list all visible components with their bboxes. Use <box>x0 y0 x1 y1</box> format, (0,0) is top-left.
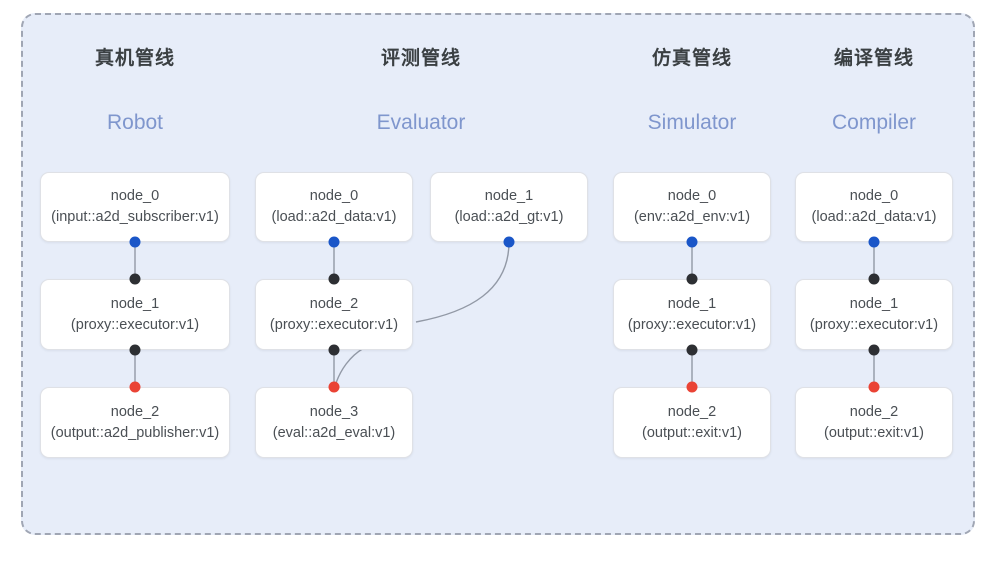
node-type: (output::exit:v1) <box>642 424 742 441</box>
column-title-en-evaluator: Evaluator <box>376 111 466 134</box>
port-output-robot-0[interactable] <box>129 236 141 248</box>
node-robot-2[interactable]: node_2 (output::a2d_publisher:v1) <box>40 387 230 458</box>
node-name: node_2 <box>110 403 160 420</box>
column-title-en-compiler: Compiler <box>831 111 917 134</box>
port-input-compiler-2[interactable] <box>868 381 880 393</box>
node-name: node_0 <box>849 188 899 204</box>
node-type: (eval::a2d_eval:v1) <box>272 424 396 441</box>
node-name: node_0 <box>309 188 359 204</box>
port-output-evaluator-1[interactable] <box>503 236 515 248</box>
column-evaluator-header: 评测管线 Evaluator <box>331 46 511 136</box>
port-input-simulator-1[interactable] <box>686 273 698 285</box>
node-simulator-2[interactable]: node_2 (output::exit:v1) <box>613 387 771 458</box>
column-title-cn-robot: 真机管线 <box>94 48 175 69</box>
port-input-compiler-1[interactable] <box>868 273 880 285</box>
node-type: (proxy::executor:v1) <box>269 316 399 333</box>
node-evaluator-2[interactable]: node_2 (proxy::executor:v1) <box>255 279 413 350</box>
port-output-compiler-0[interactable] <box>868 236 880 248</box>
node-name: node_3 <box>309 403 359 420</box>
node-evaluator-1[interactable]: node_1 (load::a2d_gt:v1) <box>430 172 588 242</box>
port-input-evaluator-3[interactable] <box>328 381 340 393</box>
port-output-simulator-0[interactable] <box>686 236 698 248</box>
column-title-cn-simulator: 仿真管线 <box>651 48 732 69</box>
node-compiler-1[interactable]: node_1 (proxy::executor:v1) <box>795 279 953 350</box>
node-name: node_1 <box>484 188 534 204</box>
node-name: node_1 <box>110 295 160 312</box>
node-name: node_1 <box>849 295 899 312</box>
node-name: node_2 <box>849 403 899 420</box>
node-simulator-1[interactable]: node_1 (proxy::executor:v1) <box>613 279 771 350</box>
node-name: node_0 <box>667 188 717 204</box>
column-title-en-robot: Robot <box>106 111 164 134</box>
node-name: node_0 <box>110 188 160 204</box>
port-input-robot-1[interactable] <box>129 273 141 285</box>
node-type: (proxy::executor:v1) <box>627 316 757 333</box>
node-robot-0[interactable]: node_0 (input::a2d_subscriber:v1) <box>40 172 230 242</box>
node-type: (proxy::executor:v1) <box>70 316 200 333</box>
column-simulator-header: 仿真管线 Simulator <box>602 46 782 136</box>
node-type: (output::a2d_publisher:v1) <box>50 424 220 441</box>
node-type: (env::a2d_env:v1) <box>633 209 751 225</box>
node-name: node_1 <box>667 295 717 312</box>
port-output-evaluator-2[interactable] <box>328 344 340 356</box>
port-output-compiler-1[interactable] <box>868 344 880 356</box>
node-type: (load::a2d_data:v1) <box>271 209 397 225</box>
node-name: node_2 <box>667 403 717 420</box>
port-input-evaluator-2[interactable] <box>328 273 340 285</box>
node-simulator-0[interactable]: node_0 (env::a2d_env:v1) <box>613 172 771 242</box>
port-input-robot-2[interactable] <box>129 381 141 393</box>
node-type: (proxy::executor:v1) <box>809 316 939 333</box>
column-title-cn-compiler: 编译管线 <box>833 48 914 69</box>
node-type: (input::a2d_subscriber:v1) <box>51 209 219 225</box>
node-compiler-2[interactable]: node_2 (output::exit:v1) <box>795 387 953 458</box>
column-robot-header: 真机管线 Robot <box>45 46 225 136</box>
column-title-en-simulator: Simulator <box>647 111 737 134</box>
node-compiler-0[interactable]: node_0 (load::a2d_data:v1) <box>795 172 953 242</box>
node-type: (load::a2d_data:v1) <box>811 209 937 225</box>
node-type: (output::exit:v1) <box>824 424 924 441</box>
node-evaluator-3[interactable]: node_3 (eval::a2d_eval:v1) <box>255 387 413 458</box>
port-output-robot-1[interactable] <box>129 344 141 356</box>
node-type: (load::a2d_gt:v1) <box>454 209 564 225</box>
port-input-simulator-2[interactable] <box>686 381 698 393</box>
node-robot-1[interactable]: node_1 (proxy::executor:v1) <box>40 279 230 350</box>
port-output-evaluator-0[interactable] <box>328 236 340 248</box>
column-title-cn-evaluator: 评测管线 <box>380 48 461 69</box>
node-name: node_2 <box>309 295 359 312</box>
port-output-simulator-1[interactable] <box>686 344 698 356</box>
column-compiler-header: 编译管线 Compiler <box>784 46 964 136</box>
node-evaluator-0[interactable]: node_0 (load::a2d_data:v1) <box>255 172 413 242</box>
